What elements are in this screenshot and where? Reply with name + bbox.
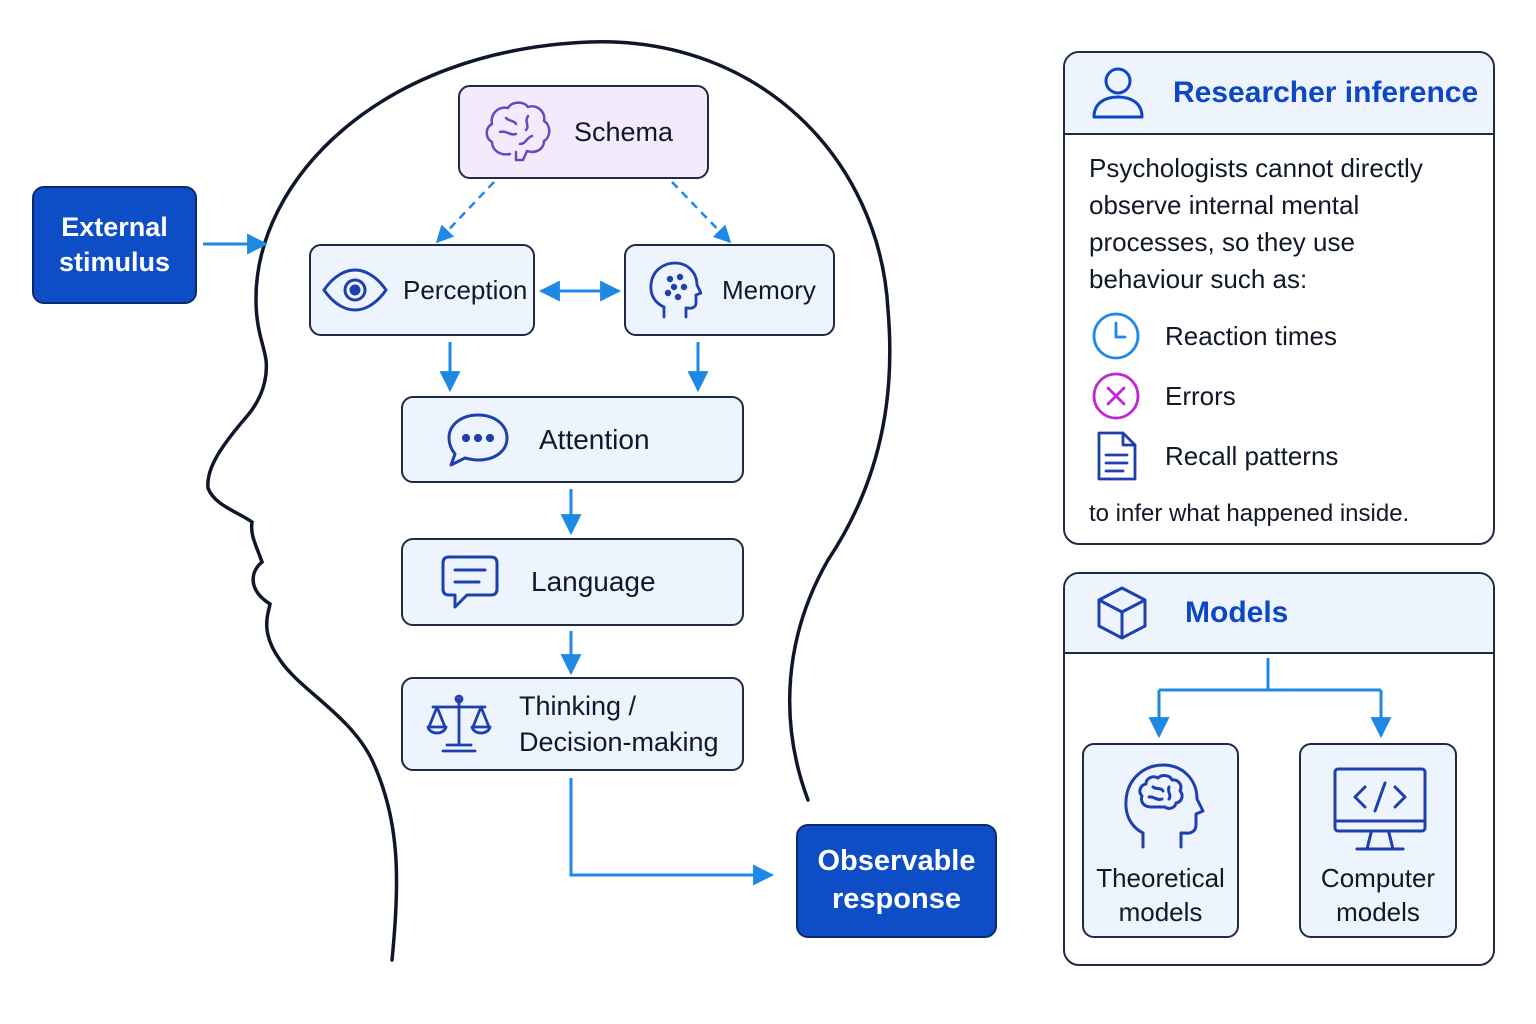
schema-label: Schema bbox=[574, 116, 674, 147]
perception-label: Perception bbox=[403, 274, 528, 305]
researcher-inference-header: Researcher inference bbox=[1065, 53, 1493, 135]
perception-node: Perception bbox=[309, 244, 535, 336]
researcher-inference-title: Researcher inference bbox=[1173, 76, 1479, 109]
computer-models-line1: Computer bbox=[1320, 863, 1436, 893]
thinking-label-line2: Decision-making bbox=[519, 727, 719, 757]
brain-head-icon bbox=[1117, 759, 1207, 851]
researcher-inference-panel: Researcher inference Psychologists canno… bbox=[1063, 51, 1495, 545]
theoretical-models-line2: models bbox=[1118, 897, 1203, 927]
theoretical-models-card: Theoretical models bbox=[1082, 743, 1239, 938]
clock-icon bbox=[1091, 311, 1141, 361]
thinking-node: Thinking / Decision-making bbox=[401, 677, 744, 771]
speech-bubble-dots-icon bbox=[445, 411, 511, 469]
memory-node: Memory bbox=[624, 244, 835, 336]
document-icon bbox=[1095, 429, 1139, 483]
computer-models-card: Computer models bbox=[1299, 743, 1457, 938]
researcher-outro-text: to infer what happened inside. bbox=[1089, 500, 1410, 527]
recall-patterns-item: Recall patterns bbox=[1095, 429, 1338, 483]
researcher-intro-text: Psychologists cannot directly observe in… bbox=[1089, 153, 1423, 294]
computer-code-icon bbox=[1331, 765, 1429, 853]
errors-item: Errors bbox=[1091, 371, 1236, 421]
person-icon bbox=[1091, 65, 1145, 121]
eye-icon bbox=[321, 267, 389, 313]
head-memory-icon bbox=[646, 259, 702, 321]
models-panel: Models bbox=[1063, 572, 1495, 966]
cube-icon bbox=[1095, 584, 1149, 642]
observable-response-box: Observable response bbox=[796, 824, 997, 938]
balance-scale-icon bbox=[425, 693, 493, 755]
attention-label: Attention bbox=[539, 423, 650, 455]
thinking-label: Thinking / Decision-making bbox=[519, 688, 719, 760]
schema-to-perception-arrow bbox=[435, 181, 495, 244]
head-silhouette bbox=[206, 40, 892, 962]
brain-icon bbox=[480, 98, 556, 166]
thinking-to-response-arrow bbox=[569, 778, 775, 886]
thinking-label-line1: Thinking / bbox=[519, 691, 637, 721]
memory-label: Memory bbox=[722, 274, 816, 305]
theoretical-models-label: Theoretical models bbox=[1084, 861, 1237, 929]
x-circle-icon bbox=[1091, 371, 1141, 421]
computer-models-label: Computer models bbox=[1301, 861, 1455, 929]
models-title: Models bbox=[1185, 596, 1289, 629]
computer-models-line2: models bbox=[1336, 897, 1420, 927]
message-lines-icon bbox=[439, 553, 501, 611]
language-label: Language bbox=[531, 566, 656, 597]
errors-label: Errors bbox=[1165, 380, 1236, 411]
reaction-times-item: Reaction times bbox=[1091, 311, 1337, 361]
language-node: Language bbox=[401, 538, 744, 626]
external-stimulus-label: External stimulus bbox=[58, 211, 171, 277]
schema-node: Schema bbox=[458, 85, 709, 179]
recall-patterns-label: Recall patterns bbox=[1165, 440, 1339, 471]
attention-node: Attention bbox=[401, 396, 744, 483]
external-stimulus-box: External stimulus bbox=[32, 186, 197, 304]
schema-to-memory-arrow bbox=[671, 181, 732, 244]
reaction-times-label: Reaction times bbox=[1165, 320, 1337, 351]
theoretical-models-line1: Theoretical bbox=[1096, 863, 1225, 893]
models-header: Models bbox=[1065, 574, 1493, 654]
models-branch-arrows bbox=[1157, 658, 1383, 735]
observable-response-label: Observable response bbox=[817, 845, 976, 915]
